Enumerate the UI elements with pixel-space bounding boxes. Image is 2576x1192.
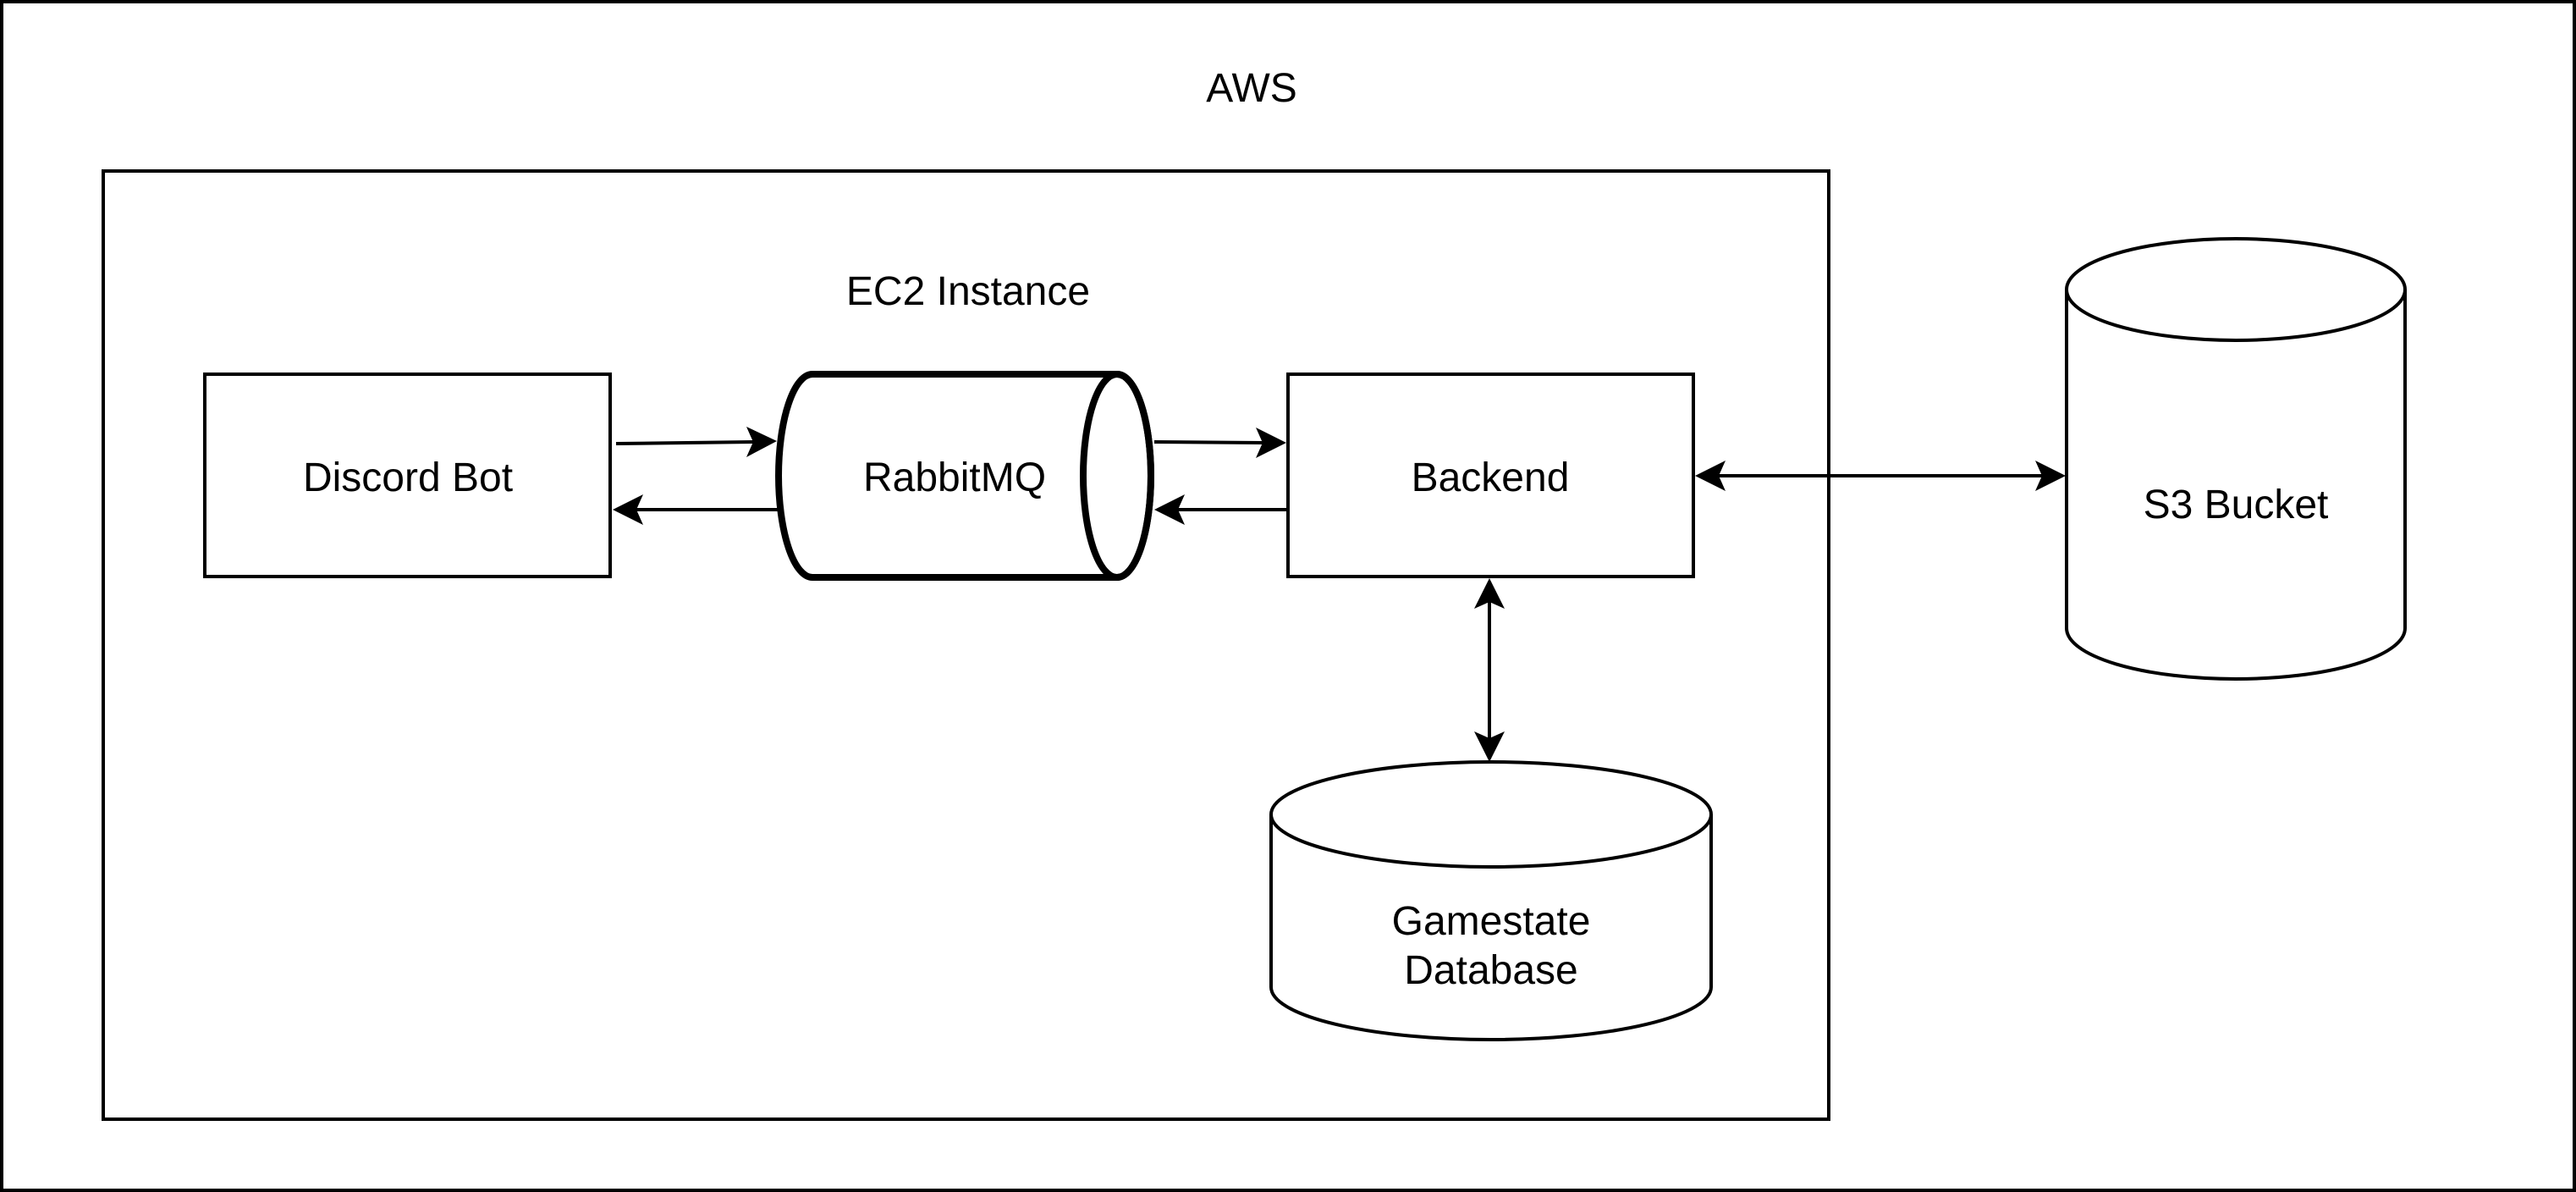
discord-bot-node[interactable]: Discord Bot (203, 372, 612, 578)
gamestate-db-cylinder-body (1269, 760, 1713, 1041)
arrowhead-icon (746, 427, 777, 457)
edge-backend-s3-bidirectional (1695, 461, 2066, 491)
backend-label: Backend (1412, 455, 1570, 500)
edge-line (615, 440, 754, 445)
edge-line (1153, 440, 1263, 444)
edge-backend-gamestate-db-bidirectional (1474, 578, 1505, 762)
arrowhead-icon (2035, 461, 2066, 491)
ec2-group-label: EC2 Instance (846, 269, 1090, 314)
s3-bucket-node[interactable]: S3 Bucket (2065, 237, 2407, 681)
aws-group-label: AWS (1206, 66, 1297, 111)
s3-bucket-label: S3 Bucket (2144, 483, 2329, 527)
edge-rabbitmq-to-backend (1153, 428, 1286, 458)
arrowhead-icon (1154, 494, 1185, 525)
edge-discord-to-rabbitmq (615, 427, 777, 457)
arrowhead-icon (1474, 578, 1505, 609)
arrowhead-icon (1256, 428, 1286, 458)
s3-cylinder-body (2065, 237, 2407, 681)
gamestate-db-cylinder-top-rim (1269, 814, 1713, 869)
rabbitmq-label: RabbitMQ (863, 455, 1046, 500)
arrowhead-icon (1474, 731, 1505, 762)
backend-node[interactable]: Backend (1286, 372, 1695, 578)
gamestate-db-label-line-2: Database (1404, 948, 1577, 993)
backend-box (1286, 372, 1695, 578)
rabbitmq-cylinder-end (1080, 371, 1154, 581)
gamestate-database-node[interactable]: Gamestate Database (1269, 760, 1713, 1041)
arrowhead-icon (1695, 461, 1726, 491)
arrowhead-icon (613, 494, 643, 525)
edge-backend-to-rabbitmq (1154, 494, 1288, 525)
s3-cylinder-top-rim (2065, 289, 2407, 342)
discord-bot-box (203, 372, 612, 578)
rabbitmq-node[interactable]: RabbitMQ (775, 371, 1154, 581)
discord-bot-label: Discord Bot (303, 455, 513, 500)
gamestate-db-label-line-1: Gamestate (1392, 899, 1591, 944)
edge-rabbitmq-to-discord (613, 494, 780, 525)
